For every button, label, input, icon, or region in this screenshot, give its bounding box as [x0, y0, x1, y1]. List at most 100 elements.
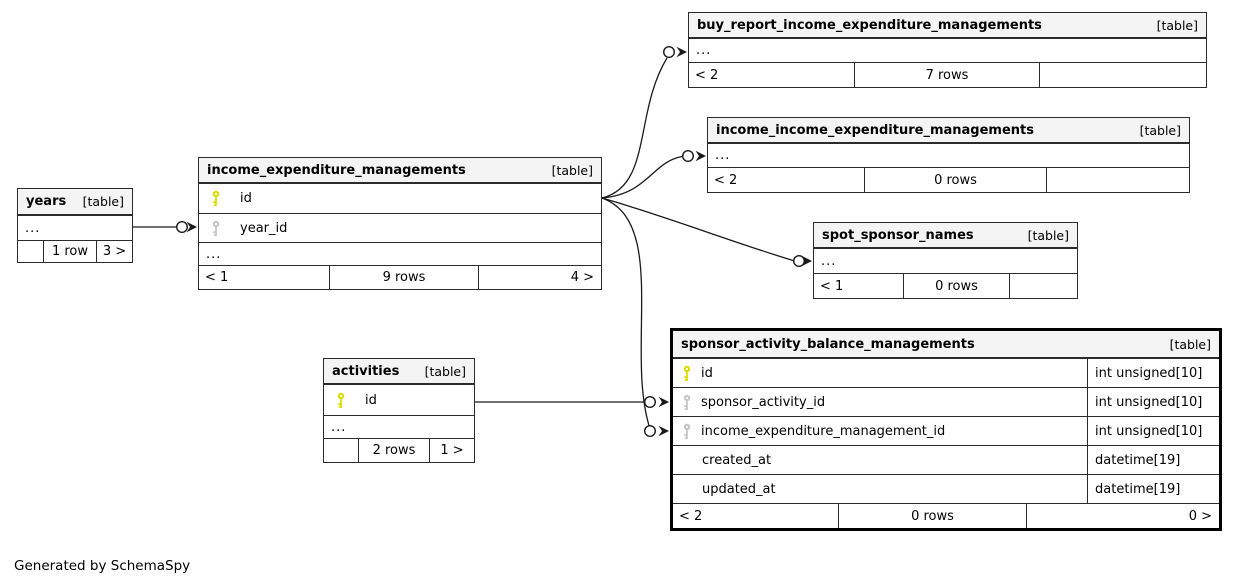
table-header[interactable]: spot_sponsor_names [table] [814, 223, 1077, 248]
ellipsis-label: ... [206, 246, 222, 262]
footer-row-count: 1 row [43, 241, 96, 262]
table-footer: < 2 0 rows 0 > [673, 503, 1219, 528]
table-activities: activities [table] id ... 2 rows 1 > [323, 358, 475, 463]
column-name: income_expenditure_management_id [701, 423, 946, 439]
table-header[interactable]: buy_report_income_expenditure_management… [689, 13, 1206, 38]
connector-arrow [658, 396, 669, 408]
table-header[interactable]: sponsor_activity_balance_managements [ta… [673, 331, 1219, 358]
relation-iem-to-buy-report [601, 57, 668, 199]
table-name[interactable]: income_income_expenditure_managements [716, 122, 1034, 138]
footer-row-count: 0 rows [864, 168, 1046, 192]
table-tag: [table] [1156, 17, 1198, 33]
column-row-updated-at: updated_at datetime[19] [673, 474, 1219, 503]
column-row-id: id [324, 384, 474, 415]
column-name: id [365, 392, 377, 408]
column-row-id: id int unsigned[10] [673, 358, 1219, 387]
schemaspy-credit: Generated by SchemaSpy [14, 558, 191, 574]
table-tag: [table] [1169, 336, 1211, 352]
table-footer: < 1 0 rows [814, 273, 1077, 298]
footer-row-count: 0 rows [903, 274, 1009, 298]
ellipsis-label: ... [25, 220, 41, 236]
connector-circle [663, 46, 676, 59]
ellipsis-row: ... [689, 38, 1206, 62]
column-name: year_id [240, 220, 288, 236]
ellipsis-label: ... [696, 43, 712, 58]
table-footer: < 1 9 rows 4 > [199, 265, 601, 289]
footer-degree-left: < 2 [714, 172, 738, 188]
connector-circle [175, 220, 188, 233]
footer-degree-left: < 1 [820, 278, 844, 294]
connector-circle [644, 425, 657, 438]
foreign-key-icon [681, 394, 693, 411]
column-type: datetime[19] [1087, 475, 1219, 503]
ellipsis-row: ... [199, 242, 601, 265]
ellipsis-row: ... [814, 248, 1077, 273]
footer-row-count: 2 rows [358, 439, 429, 462]
foreign-key-icon [210, 220, 222, 237]
column-name: created_at [702, 452, 772, 468]
relation-iem-to-income-income [601, 155, 683, 199]
footer-degree-left: < 2 [695, 67, 719, 83]
footer-degree-right: 1 > [429, 439, 474, 462]
primary-key-icon [210, 190, 222, 207]
table-tag: [table] [551, 162, 593, 178]
table-tag: [table] [424, 363, 466, 379]
table-name[interactable]: activities [332, 363, 400, 379]
connector-arrow [186, 221, 197, 233]
table-buy-report-income-expenditure-managements: buy_report_income_expenditure_management… [688, 12, 1207, 88]
column-type: int unsigned[10] [1087, 417, 1219, 445]
table-name[interactable]: years [26, 194, 67, 209]
table-footer: 1 row 3 > [18, 240, 132, 262]
connector-arrow [695, 150, 706, 162]
footer-degree-right [1046, 168, 1189, 192]
column-type: datetime[19] [1087, 446, 1219, 474]
table-income-income-expenditure-managements: income_income_expenditure_managements [t… [707, 117, 1190, 193]
footer-degree-right [1039, 63, 1206, 87]
column-row-year-id: year_id [199, 213, 601, 242]
column-row-id: id [199, 183, 601, 213]
table-name[interactable]: spot_sponsor_names [822, 227, 974, 243]
footer-degree-left: < 2 [679, 508, 703, 524]
table-tag: [table] [1027, 227, 1069, 243]
footer-row-count: 0 rows [838, 504, 1026, 528]
table-tag: [table] [1139, 122, 1181, 138]
table-footer: < 2 0 rows [708, 167, 1189, 192]
footer-degree-left [18, 241, 43, 262]
connector-circle [644, 396, 657, 409]
footer-row-count: 9 rows [329, 266, 478, 289]
table-header[interactable]: income_income_expenditure_managements [t… [708, 118, 1189, 143]
footer-degree-left [324, 439, 358, 462]
relation-iem-to-spot-sponsor [601, 197, 794, 262]
footer-degree-right: 0 > [1026, 504, 1219, 528]
column-row-created-at: created_at datetime[19] [673, 445, 1219, 474]
column-row-income-expenditure-management-id: income_expenditure_management_id int uns… [673, 416, 1219, 445]
table-header[interactable]: activities [table] [324, 359, 474, 384]
relation-iem-to-sabm [601, 197, 650, 426]
table-header[interactable]: years [table] [18, 189, 132, 215]
column-name: updated_at [702, 481, 776, 497]
column-name: sponsor_activity_id [701, 394, 826, 410]
connector-arrow [658, 425, 669, 437]
footer-degree-right: 4 > [478, 266, 601, 289]
ellipsis-row: ... [324, 415, 474, 438]
table-name[interactable]: income_expenditure_managements [207, 162, 466, 178]
table-footer: 2 rows 1 > [324, 438, 474, 462]
column-name: id [701, 365, 713, 381]
footer-degree-right [1009, 274, 1077, 298]
connector-arrow [676, 46, 687, 58]
primary-key-icon [681, 365, 693, 382]
table-years: years [table] ... 1 row 3 > [17, 188, 133, 263]
connector-circle [793, 254, 806, 267]
connector-circle [682, 149, 695, 162]
footer-degree-left: < 1 [205, 270, 229, 285]
table-header[interactable]: income_expenditure_managements [table] [199, 158, 601, 183]
ellipsis-label: ... [821, 253, 837, 269]
table-name[interactable]: sponsor_activity_balance_managements [681, 336, 975, 352]
footer-degree-right: 3 > [96, 241, 132, 262]
ellipsis-label: ... [715, 148, 731, 163]
table-income-expenditure-managements: income_expenditure_managements [table] i… [198, 157, 602, 290]
column-type: int unsigned[10] [1087, 359, 1219, 387]
ellipsis-row: ... [708, 143, 1189, 167]
table-name[interactable]: buy_report_income_expenditure_management… [697, 17, 1042, 33]
